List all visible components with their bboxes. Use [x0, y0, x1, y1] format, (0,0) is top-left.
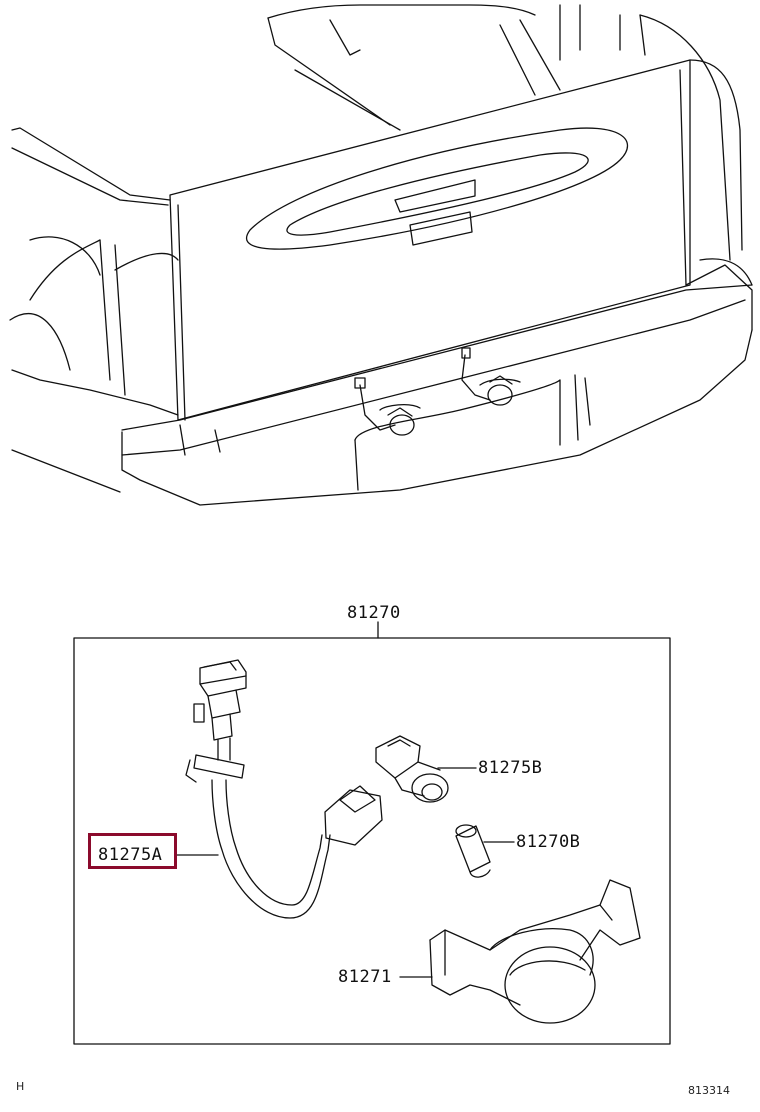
part-label-assembly[interactable]: 81270 — [347, 603, 401, 623]
detail-frame — [73, 637, 671, 1045]
footer-left-code: H — [16, 1080, 25, 1093]
part-label-wire-harness[interactable]: 81275A — [98, 845, 163, 865]
socket-illustration — [375, 735, 449, 803]
lamp-illustration — [429, 879, 641, 1024]
part-label-lamp[interactable]: 81271 — [338, 967, 392, 987]
leader-lines — [176, 767, 515, 978]
wire-harness-illustration — [185, 659, 383, 919]
part-label-bulb[interactable]: 81270B — [516, 832, 581, 852]
highlighted-part-box — [88, 833, 177, 869]
part-label-socket[interactable]: 81275B — [478, 758, 543, 778]
diagram-number: 813314 — [688, 1084, 730, 1097]
truck-rear-illustration — [9, 4, 753, 506]
bulb-illustration — [455, 824, 491, 878]
